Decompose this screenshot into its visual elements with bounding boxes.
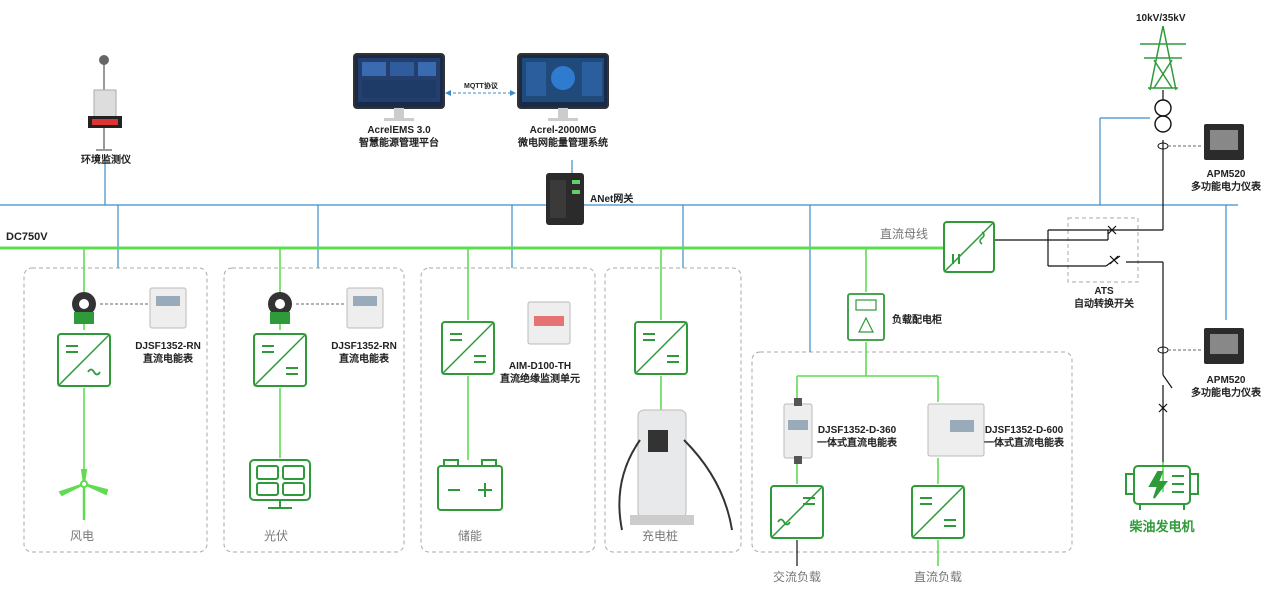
dc-meter-4-icon <box>927 403 985 457</box>
ats-switch <box>1105 225 1173 413</box>
ems-name-label: AcrelEMS 3.0 <box>367 125 431 136</box>
charger-label: 充电桩 <box>641 529 679 543</box>
meter3-desc-label: 一体式直流电能表 <box>817 438 897 449</box>
meter2-name-label: DJSF1352-RN <box>331 341 397 352</box>
wind-turbine-icon <box>58 469 109 520</box>
group-box-pv <box>223 267 405 553</box>
apm2-name-label: APM520 <box>1206 375 1246 386</box>
load-cabinet-icon <box>847 293 885 341</box>
env-monitor-label: 环境监测仪 <box>81 155 131 166</box>
meter-links <box>100 145 1202 351</box>
dc750-label: DC750V <box>6 231 48 243</box>
ct-sensor-2-icon <box>268 292 292 324</box>
meter2-desc-label: 直流电能表 <box>339 354 389 365</box>
transformer-icon <box>1154 99 1172 133</box>
diesel-generator-icon <box>1125 465 1199 510</box>
apm1-name-label: APM520 <box>1206 169 1246 180</box>
load-cabinet-label: 负载配电柜 <box>892 315 942 326</box>
diesel-label: 柴油发电机 <box>1129 519 1195 534</box>
charger-converter-icon <box>634 321 688 375</box>
meter1-desc-label: 直流电能表 <box>143 354 193 365</box>
mg-monitor-icon <box>517 53 609 121</box>
apm2-desc-label: 多功能电力仪表 <box>1191 388 1261 399</box>
dc-load-converter-icon <box>911 485 965 539</box>
meter1-name-label: DJSF1352-RN <box>135 341 201 352</box>
wind-label: 风电 <box>69 529 95 543</box>
comm-lines <box>0 117 1238 352</box>
gateway-icon <box>546 173 584 225</box>
group-box-load <box>751 351 1073 553</box>
ats-name-label: ATS <box>1094 286 1114 297</box>
aim-unit-icon <box>527 301 571 345</box>
apm-meter-2-icon <box>1204 328 1244 364</box>
battery-icon <box>437 459 503 511</box>
group-box-wind <box>23 267 208 553</box>
group-box-charger <box>604 267 742 553</box>
mg-name-label: Acrel-2000MG <box>529 125 597 136</box>
dc-meter-3-icon <box>783 398 813 464</box>
apm-meter-1-icon <box>1204 124 1244 160</box>
tower-icon <box>1140 25 1186 91</box>
ac-load-converter-icon <box>770 485 824 539</box>
meter4-name-label: DJSF1352-D-600 <box>984 425 1064 436</box>
storage-label: 储能 <box>457 529 483 543</box>
aim-name-label: AIM-D100-TH <box>508 361 572 372</box>
dc-bus-label: 直流母线 <box>880 227 929 241</box>
solar-panel-icon <box>249 459 311 509</box>
ats-box <box>1067 217 1139 283</box>
ems-monitor-icon <box>353 53 445 121</box>
aim-desc-label: 直流绝缘监测单元 <box>500 374 580 385</box>
env-monitor-icon <box>88 55 122 151</box>
gateway-label: ANet网关 <box>590 194 634 205</box>
meter3-name-label: DJSF1352-D-360 <box>817 425 897 436</box>
mqtt-label: MQTT协议 <box>464 83 498 90</box>
meter4-desc-label: 一体式直流电能表 <box>984 438 1064 449</box>
pv-converter-icon <box>253 333 307 387</box>
ac-lines <box>796 90 1164 566</box>
charging-pile-icon <box>618 409 733 531</box>
bus-converter-icon <box>943 221 995 273</box>
dc-meter-1-icon <box>149 287 187 329</box>
wind-converter-icon <box>57 333 111 387</box>
dc-meter-2-icon <box>346 287 384 329</box>
ac-load-label: 交流负载 <box>772 570 822 584</box>
ats-desc-label: 自动转换开关 <box>1074 299 1134 310</box>
dc-feeders <box>83 248 1164 566</box>
pv-label: 光伏 <box>263 529 289 543</box>
ct-sensor-1-icon <box>72 292 96 324</box>
ems-desc-label: 智慧能源管理平台 <box>359 138 439 149</box>
mg-desc-label: 微电网能量管理系统 <box>518 138 608 149</box>
group-box-storage <box>420 267 596 553</box>
apm1-desc-label: 多功能电力仪表 <box>1191 182 1261 193</box>
grid-voltage-label: 10kV/35kV <box>1136 13 1186 24</box>
storage-converter-icon <box>441 321 495 375</box>
dc-load-label: 直流负载 <box>913 570 963 584</box>
